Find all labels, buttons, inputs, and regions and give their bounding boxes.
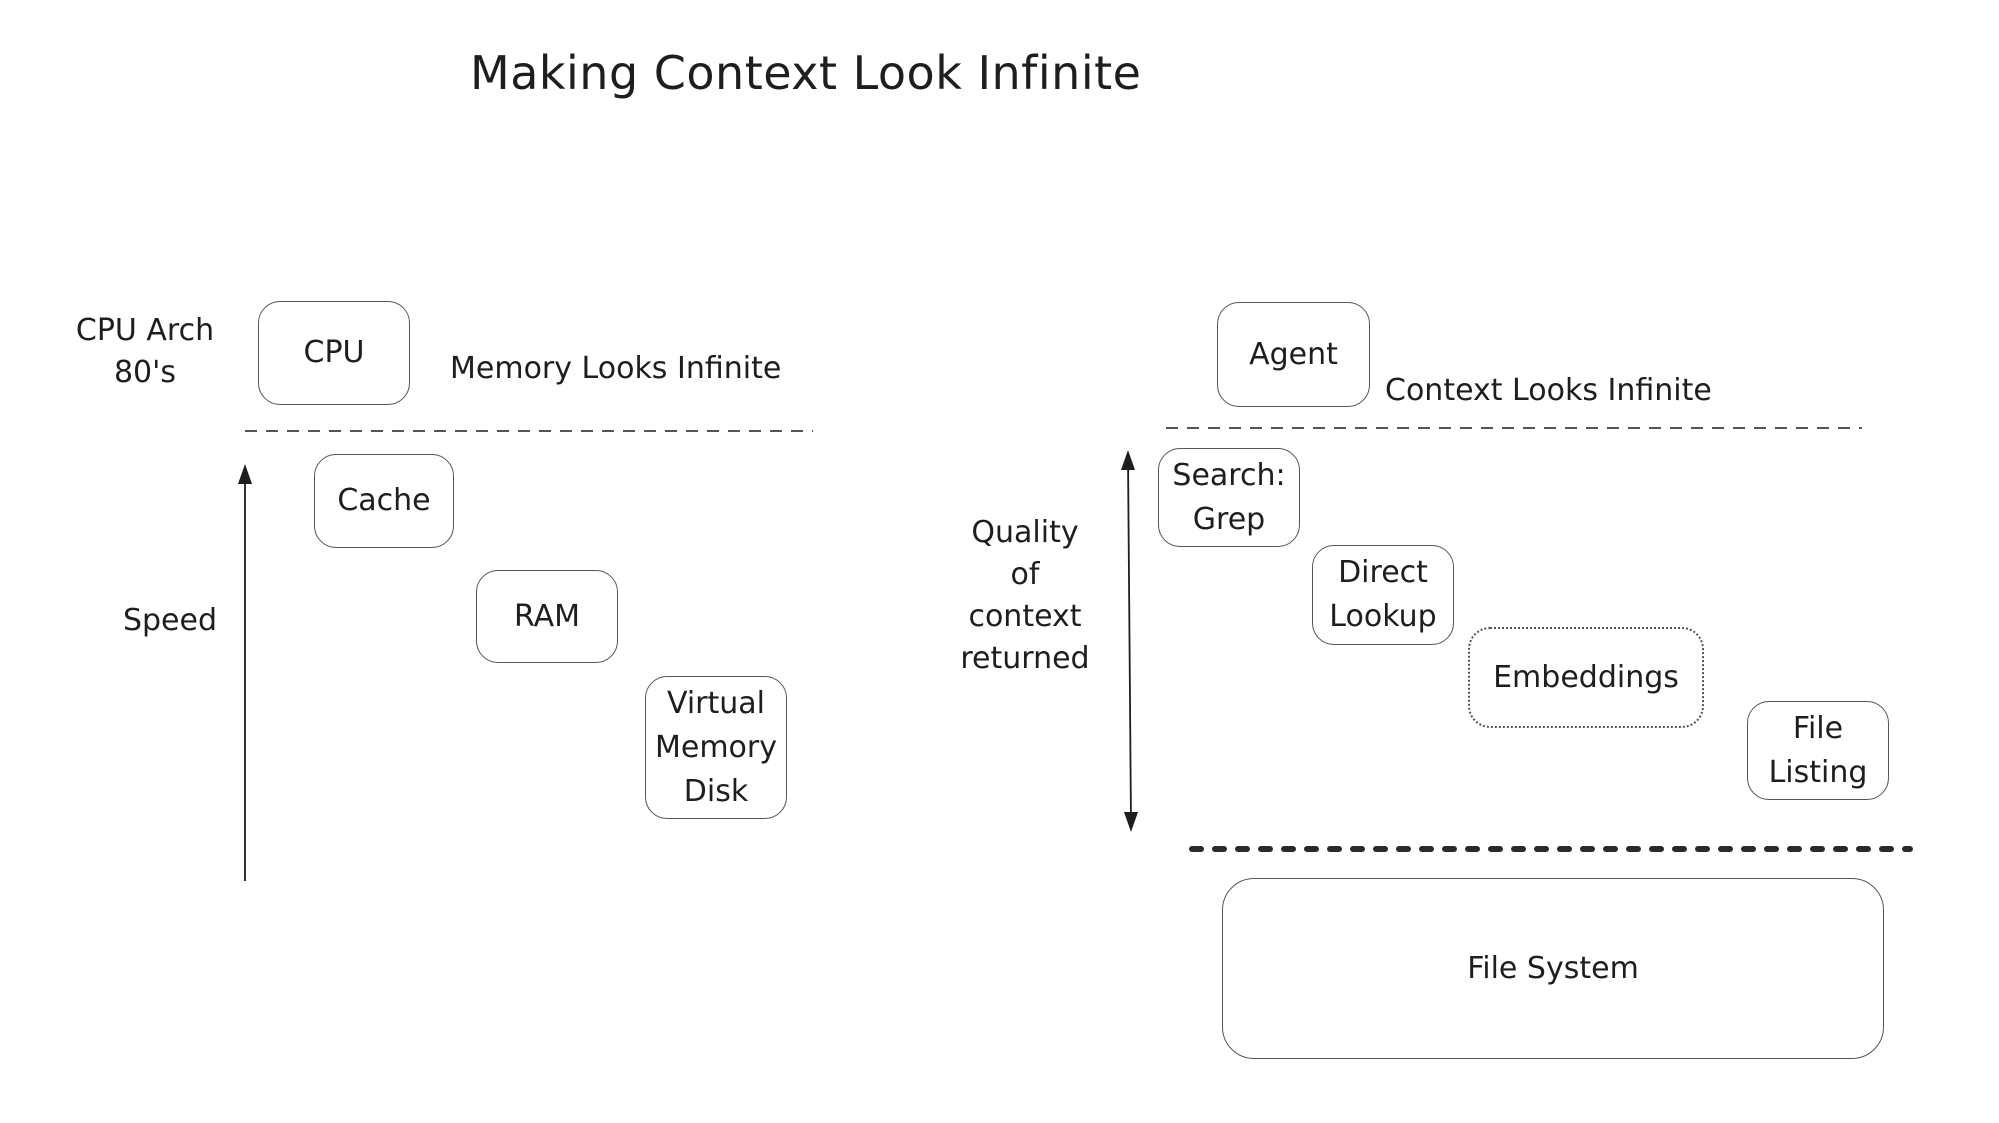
agent-box-label: Agent <box>1249 336 1338 372</box>
file-system-box[interactable]: File System <box>1222 878 1884 1059</box>
agent-box[interactable]: Agent <box>1217 302 1370 407</box>
embeddings-box[interactable]: Embeddings <box>1468 627 1704 728</box>
file-listing-box[interactable]: File Listing <box>1747 701 1889 800</box>
file-listing-label: File Listing <box>1768 710 1868 790</box>
virtual-memory-disk-box[interactable]: Virtual Memory Disk <box>645 676 787 819</box>
cache-box[interactable]: Cache <box>314 454 454 548</box>
ram-box-label: RAM <box>513 598 581 634</box>
speed-arrow-head <box>238 464 252 484</box>
cpu-box[interactable]: CPU <box>258 301 410 405</box>
quality-arrow-head-down <box>1124 812 1138 832</box>
quality-axis-label-text: Quality of context returned <box>960 515 1090 676</box>
quality-arrow-head-up <box>1121 450 1135 470</box>
memory-caption: Memory Looks Infinite <box>450 351 782 386</box>
file-system-label: File System <box>1467 950 1639 986</box>
direct-lookup-label: Direct Lookup <box>1329 555 1437 634</box>
embeddings-label: Embeddings <box>1493 659 1679 695</box>
direct-lookup-box[interactable]: Direct Lookup <box>1312 545 1454 645</box>
virtual-memory-disk-label: Virtual Memory Disk <box>654 685 777 809</box>
search-grep-box[interactable]: Search: Grep <box>1158 448 1300 547</box>
search-grep-label: Search: Grep <box>1172 457 1286 537</box>
era-label: CPU Arch 80's <box>60 310 230 394</box>
speed-axis-label: Speed <box>122 603 218 638</box>
era-label-text: CPU Arch 80's <box>75 313 215 390</box>
quality-axis-label: Quality of context returned <box>945 512 1105 680</box>
quality-arrow <box>1127 457 1132 823</box>
cache-box-label: Cache <box>337 483 431 518</box>
cpu-box-label: CPU <box>303 335 365 370</box>
context-caption: Context Looks Infinite <box>1385 373 1712 408</box>
ram-box[interactable]: RAM <box>476 570 618 663</box>
diagram-title: Making Context Look Infinite <box>470 46 1142 100</box>
